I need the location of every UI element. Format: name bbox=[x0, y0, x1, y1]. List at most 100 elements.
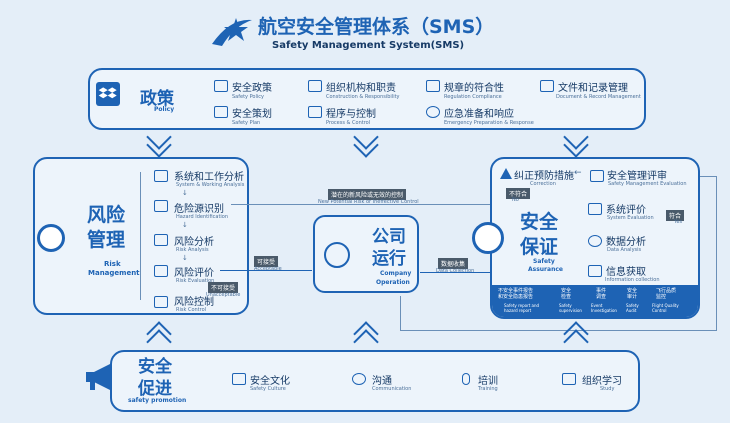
acceptable-en: Acceptable bbox=[254, 266, 282, 272]
correction-en: Correction bbox=[530, 181, 556, 187]
org-chart-icon bbox=[308, 80, 322, 92]
warning-icon bbox=[500, 168, 512, 179]
dropbox-icon bbox=[96, 82, 120, 106]
risk-step: 风险评价 bbox=[174, 268, 214, 279]
risk-bracket bbox=[140, 172, 141, 300]
risk-title-en-1: Risk bbox=[104, 260, 121, 268]
promotion-item: 组织学习 bbox=[582, 376, 622, 387]
policy-item-en: Construction & Responsibility bbox=[326, 94, 400, 100]
acceptable-arrow bbox=[220, 270, 312, 271]
new-risk-en: New Potential Risk or Ineffective Contro… bbox=[318, 199, 419, 205]
acceptable-tag: 可接受 bbox=[254, 256, 279, 267]
source-item: 安全 审计 bbox=[627, 288, 638, 300]
people-cycle-icon bbox=[324, 242, 350, 268]
risk-step-en: System & Working Analysis bbox=[176, 182, 245, 188]
source-item-en: Safety supervision bbox=[559, 303, 582, 313]
system-eval-en: System Evaluation bbox=[607, 215, 654, 221]
promotion-title-en: safety promotion bbox=[128, 397, 187, 404]
source-item: 事件 调查 bbox=[596, 288, 607, 300]
regulation-icon bbox=[426, 80, 440, 92]
risk-logo-icon bbox=[37, 224, 65, 252]
promotion-item: 沟通 bbox=[372, 376, 392, 387]
policy-item: 应急准备和响应 bbox=[444, 109, 514, 120]
promotion-title-2: 促进 bbox=[138, 379, 172, 399]
no-en: No bbox=[512, 197, 519, 203]
policy-item: 规章的符合性 bbox=[444, 83, 504, 94]
sms-logo bbox=[210, 14, 254, 50]
evaluation-icon bbox=[154, 265, 168, 277]
arrow-down-icon: ↓ bbox=[182, 221, 188, 229]
feedback-line-up bbox=[400, 296, 401, 330]
promotion-item-en: Study bbox=[600, 386, 615, 392]
data-analysis-label: 数据分析 bbox=[606, 237, 646, 248]
policy-item-en: Emergency Preparation & Response bbox=[444, 120, 534, 126]
data-collection-en: Data Collection bbox=[436, 268, 475, 274]
yes-en: Yes bbox=[674, 219, 683, 225]
risk-title-en-2: Management bbox=[88, 269, 140, 277]
policy-box bbox=[88, 68, 646, 130]
system-eval-label: 系统评价 bbox=[606, 205, 646, 216]
feedback-line-bottom bbox=[400, 330, 717, 331]
risk-title-1: 风险 bbox=[87, 204, 126, 226]
assurance-title-1: 安全 bbox=[520, 211, 559, 233]
assurance-title-2: 保证 bbox=[520, 236, 559, 258]
policy-item-en: Regulation Compliance bbox=[444, 94, 502, 100]
risk-step: 危险源识别 bbox=[174, 204, 224, 215]
assurance-title-en-2: Assurance bbox=[528, 266, 563, 273]
policy-item-en: Process & Control bbox=[326, 120, 371, 126]
analysis-icon bbox=[154, 170, 168, 182]
source-item-en: Safety report and hazard report bbox=[504, 303, 540, 313]
study-group-icon bbox=[562, 373, 576, 385]
policy-item: 组织机构和职责 bbox=[326, 83, 396, 94]
review-icon bbox=[590, 170, 604, 182]
info-icon bbox=[588, 265, 602, 277]
microphone-icon bbox=[462, 373, 470, 385]
review-en: Safety Management Evaluation bbox=[608, 181, 687, 187]
policy-item: 程序与控制 bbox=[326, 109, 376, 120]
star-swoosh-icon bbox=[212, 18, 252, 46]
new-risk-tag: 潜在的新风险或无效的控制 bbox=[328, 189, 407, 200]
data-collection-arrow bbox=[420, 272, 492, 273]
risk-step-en: Risk Evaluation bbox=[176, 278, 215, 284]
operation-title-1: 公司 bbox=[372, 227, 406, 247]
unacceptable-tag: 不可接受 bbox=[208, 282, 239, 293]
assurance-title-en-1: Safety bbox=[533, 258, 555, 265]
operation-title-2: 运行 bbox=[372, 249, 406, 269]
info-label: 信息获取 bbox=[606, 267, 646, 278]
correction-label: 纠正预防措施 bbox=[514, 171, 574, 182]
document-icon bbox=[540, 80, 554, 92]
arrow-left-icon: ← bbox=[574, 168, 582, 178]
risk-step: 风险分析 bbox=[174, 237, 214, 248]
operation-title-en-1: Company bbox=[380, 270, 412, 277]
culture-icon bbox=[232, 373, 246, 385]
policy-item: 安全策划 bbox=[232, 109, 272, 120]
policy-title-en: Policy bbox=[154, 106, 175, 113]
page-subtitle: Safety Management System(SMS) bbox=[272, 40, 465, 51]
promotion-title-1: 安全 bbox=[138, 357, 172, 377]
plan-icon bbox=[214, 106, 228, 118]
emergency-icon bbox=[426, 106, 440, 118]
safety-promotion-box bbox=[110, 350, 640, 412]
system-eval-icon bbox=[588, 203, 602, 215]
info-en: Information collection bbox=[605, 277, 660, 283]
source-item: 飞行品质 监控 bbox=[656, 288, 677, 300]
feedback-line-right bbox=[700, 176, 717, 177]
feedback-line bbox=[231, 204, 493, 205]
source-item-en: Safety Audit bbox=[626, 303, 639, 313]
arrow-down-icon: ↓ bbox=[182, 254, 188, 262]
review-label: 安全管理评审 bbox=[607, 171, 667, 182]
source-item: 不安全事件报告 和安全隐患报告 bbox=[498, 288, 534, 300]
risk-step: 系统和工作分析 bbox=[174, 172, 244, 183]
target-icon bbox=[472, 222, 504, 254]
promotion-item-en: Safety Culture bbox=[250, 386, 286, 392]
risk-title-2: 管理 bbox=[87, 229, 126, 251]
promotion-item: 安全文化 bbox=[250, 376, 290, 387]
promotion-item-en: Communication bbox=[372, 386, 412, 392]
risk-step-en: Risk Analysis bbox=[176, 247, 209, 253]
risk-step: 风险控制 bbox=[174, 297, 214, 308]
data-analysis-icon bbox=[588, 235, 602, 247]
policy-item-en: Document & Record Management bbox=[556, 94, 641, 100]
source-item-en: Flight Quality Control bbox=[652, 303, 679, 313]
info-sources-panel bbox=[492, 285, 698, 317]
promotion-item-en: Training bbox=[478, 386, 498, 392]
